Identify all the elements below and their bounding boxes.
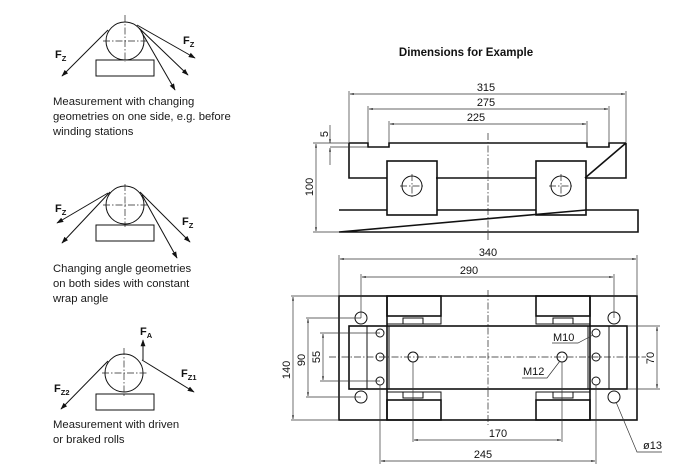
dim-plate-height: 70: [645, 352, 657, 364]
force-arrow: [141, 194, 178, 259]
callout-m10: M10: [553, 332, 574, 344]
dim-hole-spacing-x: 290: [460, 265, 478, 277]
caption-line: or braked rolls: [53, 434, 125, 446]
dim-middle-width: 275: [477, 97, 495, 109]
caption-line: Changing angle geometries: [53, 263, 192, 275]
force-arrow: [139, 191, 191, 243]
callout-m12: M12: [523, 366, 544, 378]
dim-overall-height: 140: [281, 361, 293, 379]
dim-overall-width-top: 340: [479, 247, 497, 259]
bearing-top-right: [535, 295, 591, 317]
force-arrow: [138, 27, 189, 76]
force-label-left: FZ: [55, 203, 67, 217]
force-arrow: [61, 29, 109, 77]
bearing-bottom-left: [386, 399, 442, 421]
caption-line: wrap angle: [53, 293, 109, 305]
force-label-left: FZ: [55, 49, 67, 63]
dim-m12-spacing: 170: [489, 428, 507, 440]
caption-driven: Measurement with driven or braked rolls: [53, 418, 263, 448]
bearing-block-left: [386, 160, 438, 216]
front-view: 315 275 225 5 100: [304, 82, 639, 240]
caption-line: on both sides with constant: [53, 278, 190, 290]
measuring-plate: [348, 325, 628, 390]
force-arrow: [61, 191, 111, 244]
roll-diagram-both-sides: FZ FZ: [55, 184, 194, 259]
force-arrow: [60, 360, 109, 410]
force-label-top: FA: [140, 326, 153, 340]
caption-line: winding stations: [53, 126, 134, 138]
caption-line: Measurement with driven: [53, 419, 180, 431]
force-arrow: [141, 359, 195, 393]
force-label-right: FZ: [183, 35, 195, 49]
dim-hole-spacing-y: 90: [296, 354, 308, 366]
force-label-right: FZ1: [181, 368, 197, 382]
roll-diagram-driven: FA FZ2 FZ1: [54, 326, 197, 411]
roll-diagram-one-side: FZ FZ: [55, 15, 196, 91]
upper-frame: [348, 142, 627, 179]
force-arrow: [140, 30, 176, 91]
dim-step-height: 5: [319, 131, 331, 137]
roll-base: [95, 393, 155, 411]
drawing-title: Dimensions for Example: [399, 47, 533, 59]
roll-base: [95, 59, 155, 77]
force-label-right: FZ: [182, 216, 194, 230]
dim-m10-spacing: 245: [474, 449, 492, 461]
callout-hole-diameter: ø13: [643, 440, 662, 452]
top-view: 340 290 140 90 55 70 170 245 M10 M12: [281, 247, 662, 464]
roll-base: [95, 224, 155, 242]
base-plate: [338, 209, 639, 233]
force-arrow: [136, 24, 196, 59]
bearing-top-left: [386, 295, 442, 317]
caption-both-sides: Changing angle geometries on both sides …: [53, 262, 263, 307]
dim-inner-spacing: 55: [311, 351, 323, 363]
force-arrow: [56, 192, 109, 224]
caption-line: Measurement with changing: [53, 96, 195, 108]
force-label-left: FZ2: [54, 383, 70, 397]
caption-line: geometries on one side, e.g. before: [53, 111, 231, 123]
bearing-bottom-right: [535, 399, 591, 421]
dim-overall-width: 315: [477, 82, 495, 94]
dim-height: 100: [304, 178, 316, 196]
caption-one-side: Measurement with changing geometries on …: [53, 95, 263, 140]
dim-inner-width: 225: [467, 112, 485, 124]
bearing-block-right: [535, 160, 587, 216]
